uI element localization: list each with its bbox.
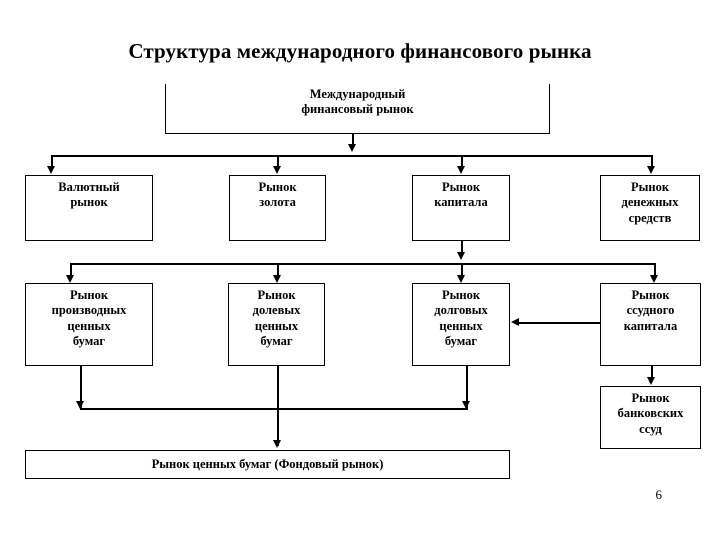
arrowhead-derivatives-market xyxy=(66,275,74,283)
arrowhead-currency-market xyxy=(47,166,55,174)
arrowhead-loan-capital-market xyxy=(650,275,658,283)
connector-debt-down xyxy=(466,366,468,408)
node-line: Рынок xyxy=(441,288,481,302)
node-bank-loans-market[interactable]: Рынок банковских ссуд xyxy=(600,386,701,449)
connector-level3-bus xyxy=(70,263,655,265)
node-line: банковских xyxy=(617,406,684,421)
arrowhead-equity-market xyxy=(273,275,281,283)
arrowhead-debt-merge xyxy=(462,401,470,409)
connector-derivatives-down xyxy=(80,366,82,408)
node-line: Валютный xyxy=(58,180,120,194)
connector-capital-down xyxy=(461,241,463,255)
node-line: ссуд xyxy=(639,421,662,436)
node-line: ссудного xyxy=(626,303,675,318)
node-line: средств xyxy=(628,210,672,225)
arrowhead-securities-market xyxy=(273,440,281,448)
node-line: Рынок xyxy=(441,180,481,194)
node-money-market[interactable]: Рынок денежных средств xyxy=(600,175,700,241)
node-international-financial-market[interactable]: Международный финансовый рынок xyxy=(165,84,550,134)
arrowhead-bank-loans-market xyxy=(647,377,655,385)
node-equity-market[interactable]: Рынок долевых ценных бумаг xyxy=(228,283,325,366)
node-line: капитала xyxy=(434,195,488,210)
node-line: бумаг xyxy=(72,333,106,348)
connector-level2-bus xyxy=(51,155,652,157)
connector-loan-to-bank xyxy=(651,366,653,379)
node-line: ценных xyxy=(439,318,483,333)
node-line: долевых xyxy=(252,303,301,318)
node-line: долговых xyxy=(434,303,488,318)
node-line: бумаг xyxy=(444,333,478,348)
connector-bus-to-equity xyxy=(277,263,279,277)
arrowhead-debt-market xyxy=(457,275,465,283)
connector-equity-to-securities xyxy=(277,366,279,446)
node-line: денежных xyxy=(621,195,679,210)
page-number: 6 xyxy=(655,487,663,502)
node-line: Рынок xyxy=(257,288,296,302)
node-securities-market[interactable]: Рынок ценных бумаг (Фондовый рынок) xyxy=(25,450,510,479)
node-gold-market[interactable]: Рынок золота xyxy=(229,175,326,241)
connector-bus-to-debt xyxy=(461,263,463,277)
arrowhead-capital-down xyxy=(457,252,465,260)
arrowhead-money-market xyxy=(647,166,655,174)
node-line: капитала xyxy=(623,318,678,333)
node-currency-market[interactable]: Валютный рынок xyxy=(25,175,153,241)
arrowhead-derivatives-merge xyxy=(76,401,84,409)
connector-bus-to-money xyxy=(651,155,653,168)
node-loan-capital-market[interactable]: Рынок ссудного капитала xyxy=(600,283,701,366)
arrowhead-loan-to-debt xyxy=(511,318,519,326)
connector-securities-bus xyxy=(80,408,468,410)
node-line: Рынок ценных бумаг (Фондовый рынок) xyxy=(151,456,384,471)
arrowhead-capital-market xyxy=(457,166,465,174)
node-line: Рынок xyxy=(631,288,670,302)
node-line: рынок xyxy=(70,195,108,210)
node-line: Международный xyxy=(309,87,406,101)
node-line: ценных xyxy=(254,318,299,333)
node-capital-market[interactable]: Рынок капитала xyxy=(412,175,510,241)
arrowhead-root-down xyxy=(348,144,356,152)
connector-bus-to-gold xyxy=(277,155,279,168)
node-line: Рынок xyxy=(258,180,297,194)
node-line: Рынок xyxy=(69,288,109,302)
node-line: золота xyxy=(259,195,296,210)
connector-bus-to-currency xyxy=(51,155,53,168)
connector-root-down xyxy=(352,134,354,146)
connector-loan-to-debt xyxy=(519,322,600,324)
connector-bus-to-derivatives xyxy=(70,263,72,277)
arrowhead-gold-market xyxy=(273,166,281,174)
connector-bus-to-loan-capital xyxy=(654,263,656,277)
node-line: финансовый рынок xyxy=(301,102,414,117)
node-line: бумаг xyxy=(260,333,293,348)
node-line: ценных xyxy=(67,318,111,333)
node-derivatives-market[interactable]: Рынок производных ценных бумаг xyxy=(25,283,153,366)
node-line: Рынок xyxy=(630,180,670,194)
connector-bus-to-capital xyxy=(461,155,463,168)
node-line: производных xyxy=(51,303,127,318)
page-title: Структура международного финансового рын… xyxy=(128,39,592,63)
node-debt-market[interactable]: Рынок долговых ценных бумаг xyxy=(412,283,510,366)
node-line: Рынок xyxy=(631,391,670,405)
